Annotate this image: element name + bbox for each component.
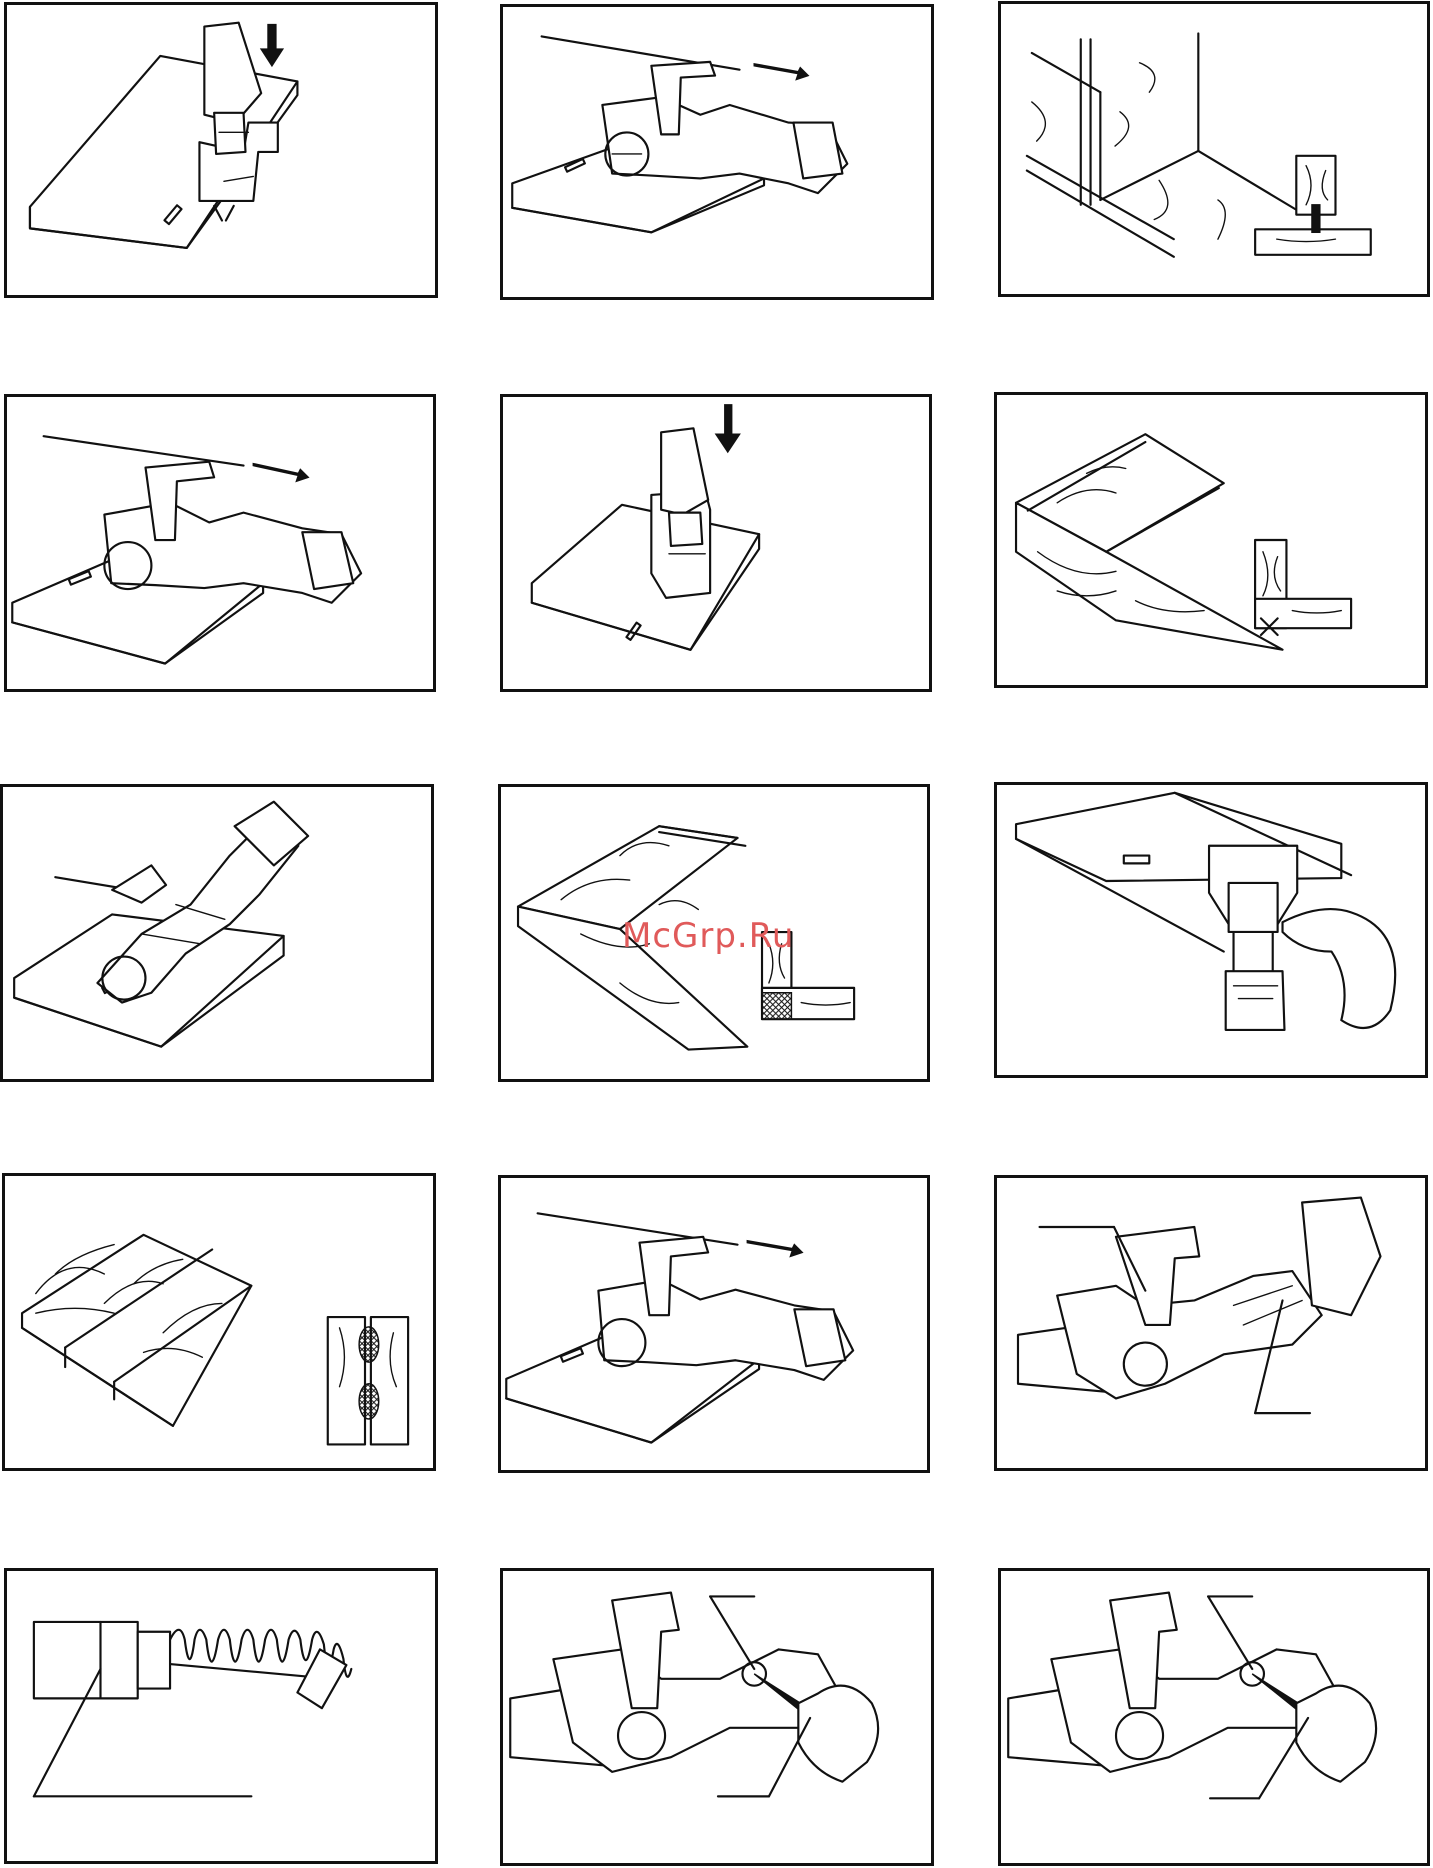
figure-1-drawing [7, 5, 435, 295]
figure-1 [4, 2, 438, 298]
figure-9-drawing [997, 785, 1425, 1075]
figure-2-drawing [503, 7, 931, 297]
watermark: McGrp.Ru [622, 916, 794, 956]
figure-3 [998, 1, 1430, 297]
figure-11 [498, 1175, 930, 1473]
figure-14 [500, 1568, 934, 1866]
figure-3-drawing [1001, 4, 1427, 294]
figure-6-drawing [997, 395, 1425, 685]
figure-4-drawing [7, 397, 433, 689]
figure-6 [994, 392, 1428, 688]
figure-5 [500, 394, 932, 692]
figure-12 [994, 1175, 1428, 1471]
figure-15-drawing [1001, 1571, 1427, 1863]
figure-10 [2, 1173, 436, 1471]
figure-4 [4, 394, 436, 692]
figure-10-drawing [5, 1176, 433, 1468]
figure-13-drawing [7, 1571, 435, 1861]
figure-11-drawing [501, 1178, 927, 1470]
figure-5-drawing [503, 397, 929, 689]
figure-2 [500, 4, 934, 300]
figure-15 [998, 1568, 1430, 1866]
figure-12-drawing [997, 1178, 1425, 1468]
figure-9 [994, 782, 1428, 1078]
figure-14-drawing [503, 1571, 931, 1863]
figure-7 [0, 784, 434, 1082]
figure-7-drawing [3, 787, 431, 1079]
figure-13 [4, 1568, 438, 1864]
